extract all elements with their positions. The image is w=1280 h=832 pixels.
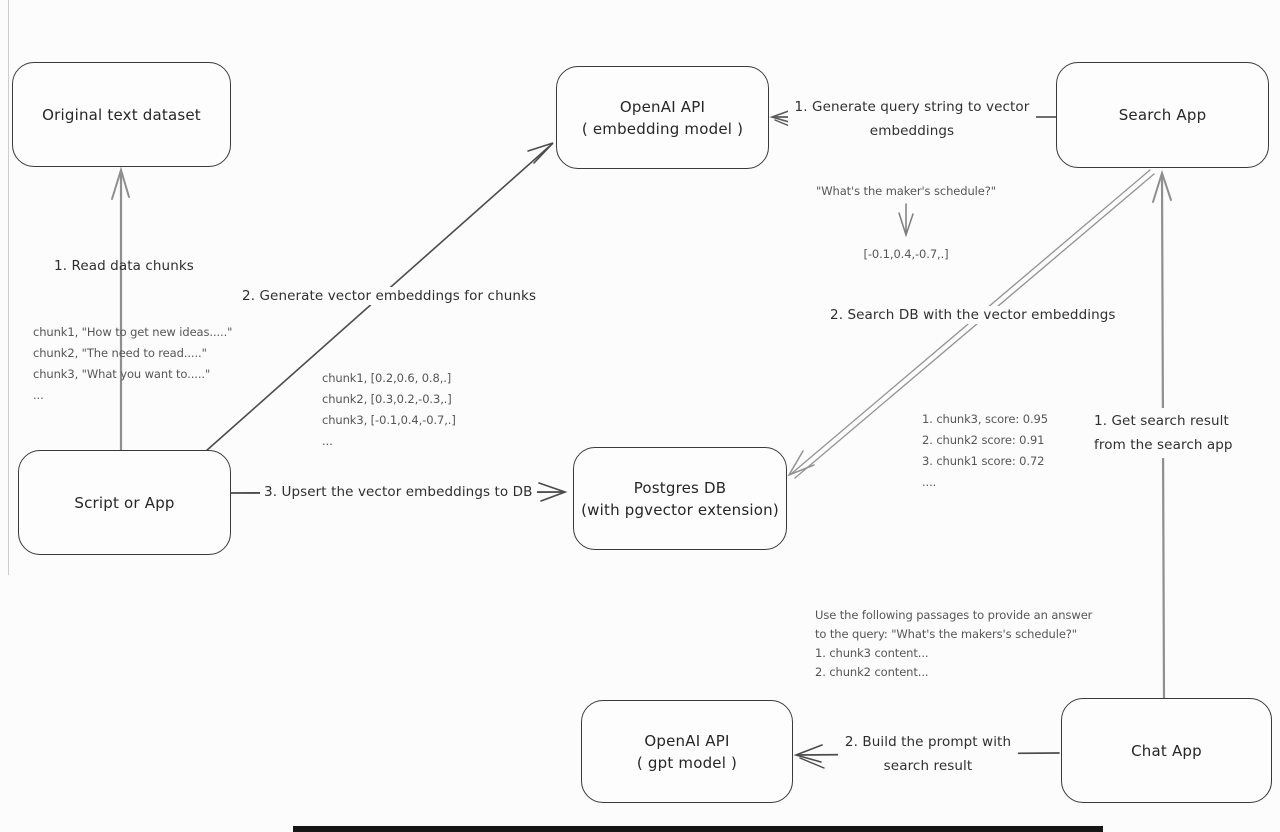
node-search-app[interactable]: Search App [1056,62,1269,168]
edge-label-build-prompt: 2. Build the prompt with search result [838,729,1018,779]
note-chunk-samples: chunk1, "How to get new ideas....." chun… [33,325,233,402]
node-chat-app[interactable]: Chat App [1061,698,1272,803]
edge-label-search-db: 2. Search DB with the vector embeddings [826,306,1120,324]
note-chunk-vectors: chunk1, [0.2,0.6, 0.8,.] chunk2, [0.3,0.… [322,371,456,448]
node-label: OpenAI API [644,731,730,750]
bottom-edge-bar [293,826,1103,832]
node-postgres-db[interactable]: Postgres DB (with pgvector extension) [573,447,787,550]
node-label: Postgres DB [633,478,727,497]
node-sublabel: ( embedding model ) [581,119,744,138]
node-openai-embedding[interactable]: OpenAI API ( embedding model ) [556,66,769,169]
node-original-text-dataset[interactable]: Original text dataset [12,62,231,167]
edge-label-upsert: 3. Upsert the vector embeddings to DB [260,483,537,501]
node-sublabel: (with pgvector extension) [581,500,779,519]
edge-label-read-chunks: 1. Read data chunks [54,258,194,274]
edge-label-generate-embeddings: 2. Generate vector embeddings for chunks [238,287,541,305]
node-script-or-app[interactable]: Script or App [18,450,231,555]
node-label: Chat App [1131,741,1202,760]
left-edge-line [8,0,9,575]
arrow-read-data-chunks [111,166,130,454]
node-label: Search App [1118,106,1207,124]
note-search-scores: 1. chunk3, score: 0.95 2. chunk2 score: … [922,412,1048,489]
edge-label-query-to-vector: 1. Generate query string to vector embed… [788,94,1036,144]
note-query-vector: [-0.1,0.4,-0.7,.] [863,247,949,261]
arrow-query-down [898,203,914,238]
node-label: Original text dataset [42,105,201,124]
note-prompt-preview: Use the following passages to provide an… [815,608,1093,679]
node-openai-gpt[interactable]: OpenAI API ( gpt model ) [581,700,793,803]
edge-label-get-search-result: 1. Get search result from the search app [1090,408,1237,458]
node-label: OpenAI API [619,97,706,116]
node-sublabel: ( gpt model ) [636,753,738,772]
node-label: Script or App [74,493,175,512]
note-query-string: "What's the maker's schedule?" [816,184,996,198]
